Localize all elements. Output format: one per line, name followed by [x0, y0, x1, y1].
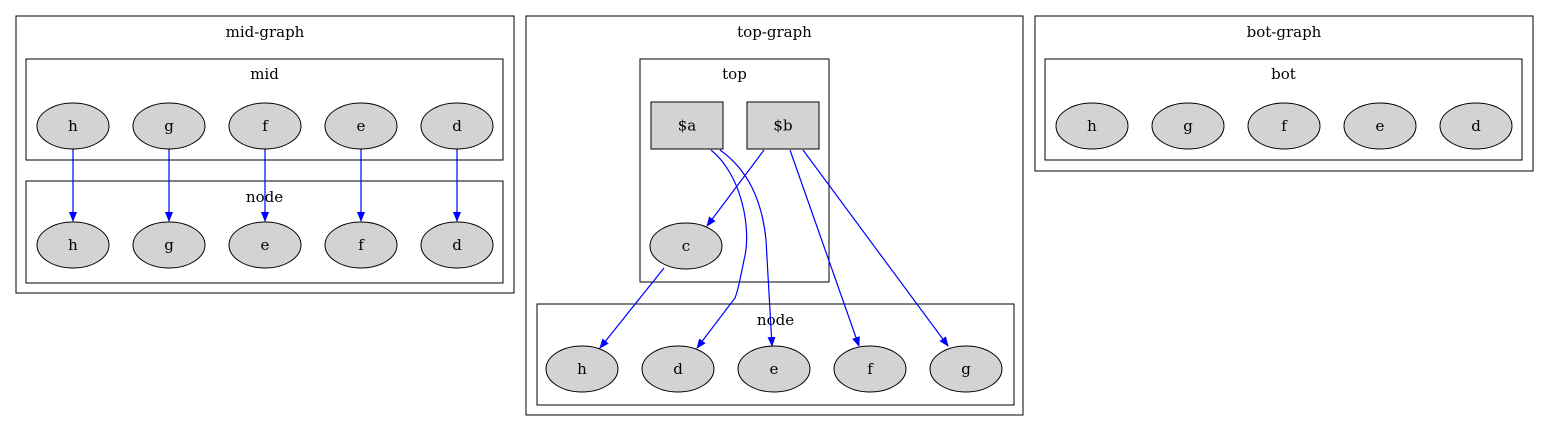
node-label-mid_h: h — [68, 117, 78, 135]
node-bot_g: g — [1151, 102, 1225, 150]
cluster-title-bot-inner: bot — [1271, 65, 1296, 83]
cluster-title-bot-graph: bot-graph — [1247, 23, 1322, 41]
node-shape-mid_g — [132, 102, 206, 150]
node-label-mid_e: e — [357, 117, 366, 135]
node-label-bot_e: e — [1376, 117, 1385, 135]
node-topn_g: g — [929, 345, 1003, 393]
node-shape-bot_f — [1247, 102, 1321, 150]
node-topn_e: e — [737, 345, 811, 393]
cluster-top-graph — [525, 15, 1024, 416]
cluster-title-mid-inner: mid — [250, 65, 279, 83]
edge-top_b-to-topn_f — [789, 149, 860, 347]
node-shape-topn_d — [641, 345, 715, 393]
node-shape-midn_e — [228, 221, 302, 269]
edge-top_a-to-topn_e — [719, 149, 776, 347]
node-shape-top_a — [650, 101, 724, 150]
node-shape-topn_e — [737, 345, 811, 393]
node-shape-midn_g — [132, 221, 206, 269]
node-top_c: c — [649, 222, 723, 270]
node-shape-top_c — [649, 222, 723, 270]
node-shape-bot_e — [1343, 102, 1417, 150]
node-shape-bot_g — [1151, 102, 1225, 150]
node-label-topn_d: d — [673, 360, 683, 378]
node-mid_d: d — [420, 102, 494, 150]
cluster-title-top-node: node — [757, 311, 794, 329]
node-shape-midn_h — [36, 221, 110, 269]
node-bot_e: e — [1343, 102, 1417, 150]
node-bot_d: d — [1439, 102, 1513, 150]
edge-top_c-to-topn_h — [599, 267, 665, 349]
node-midn_e: e — [228, 221, 302, 269]
node-label-top_a: $a — [678, 117, 697, 135]
node-midn_h: h — [36, 221, 110, 269]
node-topn_d: d — [641, 345, 715, 393]
node-shape-mid_f — [228, 102, 302, 150]
node-bot_f: f — [1247, 102, 1321, 150]
node-mid_f: f — [228, 102, 302, 150]
node-mid_g: g — [132, 102, 206, 150]
node-midn_f: f — [324, 221, 398, 269]
node-label-bot_d: d — [1471, 117, 1481, 135]
node-mid_e: e — [324, 102, 398, 150]
node-top_b: $b — [746, 101, 820, 150]
edge-top_a-to-topn_d — [696, 149, 748, 349]
node-shape-bot_h — [1055, 102, 1129, 150]
node-midn_g: g — [132, 221, 206, 269]
node-label-topn_f: f — [867, 360, 874, 378]
node-shape-midn_d — [420, 221, 494, 269]
node-label-topn_g: g — [961, 360, 971, 378]
node-topn_h: h — [545, 345, 619, 393]
cluster-title-mid-graph: mid-graph — [226, 23, 305, 41]
node-shape-midn_f — [324, 221, 398, 269]
edge-top_b-to-topn_g — [802, 149, 949, 347]
node-shape-topn_h — [545, 345, 619, 393]
node-label-mid_d: d — [452, 117, 462, 135]
cluster-top-inner — [639, 58, 830, 283]
node-label-topn_e: e — [770, 360, 779, 378]
node-label-bot_h: h — [1087, 117, 1097, 135]
node-bot_h: h — [1055, 102, 1129, 150]
node-label-bot_g: g — [1183, 117, 1193, 135]
node-label-midn_e: e — [261, 236, 270, 254]
node-shape-bot_d — [1439, 102, 1513, 150]
node-label-top_c: c — [682, 237, 690, 255]
node-label-midn_g: g — [164, 236, 174, 254]
node-shape-topn_g — [929, 345, 1003, 393]
cluster-top-node — [536, 303, 1015, 406]
node-midn_d: d — [420, 221, 494, 269]
node-mid_h: h — [36, 102, 110, 150]
node-shape-mid_h — [36, 102, 110, 150]
node-shape-mid_e — [324, 102, 398, 150]
node-label-bot_f: f — [1281, 117, 1288, 135]
cluster-mid-graph — [15, 15, 515, 294]
node-shape-topn_f — [833, 345, 907, 393]
node-top_a: $a — [650, 101, 724, 150]
node-label-topn_h: h — [577, 360, 587, 378]
node-label-midn_d: d — [452, 236, 462, 254]
node-shape-mid_d — [420, 102, 494, 150]
node-label-mid_g: g — [164, 117, 174, 135]
node-label-midn_h: h — [68, 236, 78, 254]
node-shape-top_b — [746, 101, 820, 150]
node-label-top_b: $b — [773, 117, 792, 135]
cluster-bot-inner — [1044, 58, 1523, 161]
cluster-bot-graph — [1034, 15, 1534, 172]
node-topn_f: f — [833, 345, 907, 393]
edge-top_b-to-top_c — [706, 149, 765, 227]
cluster-title-top-graph: top-graph — [737, 23, 812, 41]
node-label-mid_f: f — [262, 117, 269, 135]
cluster-title-top-inner: top — [722, 65, 747, 83]
node-label-midn_f: f — [358, 236, 365, 254]
